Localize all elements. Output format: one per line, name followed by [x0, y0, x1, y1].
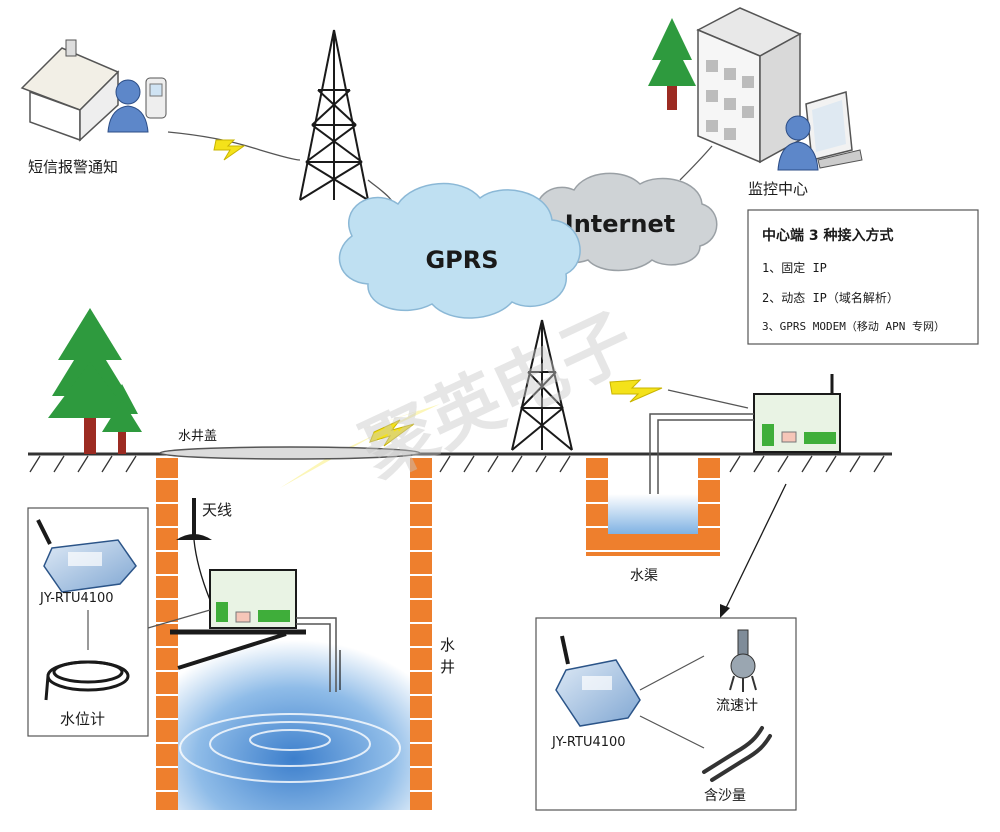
gprs-label: GPRS — [425, 246, 498, 274]
link-center-internet — [679, 145, 713, 181]
internet-label: Internet — [565, 210, 675, 238]
lightning-bolt-icon — [213, 139, 246, 161]
right-detail-box: JY-RTU4100 流速计 含沙量 — [535, 617, 797, 811]
middle-radio-tower-icon — [511, 319, 573, 451]
well-water — [178, 640, 410, 810]
well-antenna-icon — [176, 498, 212, 540]
link-beam-right — [667, 389, 749, 409]
well-cover — [159, 446, 421, 460]
well-shelf — [170, 629, 306, 670]
canal-arrow-head — [720, 604, 730, 618]
canal-rtu-device — [753, 374, 841, 453]
monitor-center-label: 监控中心 — [748, 180, 808, 198]
sms-alert-label: 短信报警通知 — [28, 158, 118, 176]
access-item-dynamic-ip: 2、动态 IP（域名解析） — [762, 290, 899, 305]
small-pine-tree-icon — [102, 384, 142, 454]
left-detail-box: JY-RTU4100 水位计 — [27, 507, 149, 737]
well-right-brick-wall — [410, 458, 432, 810]
monitor-center-building-icon — [696, 7, 802, 164]
computer-monitor-icon — [805, 91, 863, 169]
antenna-label: 天线 — [202, 501, 232, 519]
link-house-tower — [167, 131, 301, 161]
water-canal-label: 水渠 — [630, 568, 658, 584]
access-methods-box: 中心端 3 种接入方式 1、固定 IP 2、动态 IP（域名解析） 3、GPRS… — [747, 209, 979, 345]
flow-meter-label: 流速计 — [716, 698, 758, 714]
user-icon — [107, 79, 149, 133]
top-radio-tower-icon — [299, 29, 369, 201]
well-rtu-device — [209, 569, 297, 629]
access-item-gprs-modem: 3、GPRS MODEM（移动 APN 专网） — [762, 319, 945, 333]
operator-user-icon — [777, 115, 819, 171]
rtu-left-device-icon — [36, 519, 137, 593]
large-pine-tree-icon — [48, 308, 132, 454]
antenna-cable — [193, 539, 211, 601]
water-ripples — [179, 713, 401, 783]
water-level-meter-label: 水位计 — [60, 710, 105, 728]
canal-sensor-pipe — [649, 413, 754, 494]
well-label-bottom: 井 — [440, 658, 455, 676]
well-label-top: 水 — [440, 636, 455, 654]
water-level-sensor-icon — [44, 660, 130, 701]
lightning-bolt-left-icon — [369, 419, 415, 447]
sediment-meter-label: 含沙量 — [704, 788, 746, 804]
flow-meter-probe-icon — [729, 629, 757, 692]
well-sensor-pipe — [296, 617, 337, 692]
sediment-sensor-icon — [702, 726, 772, 782]
pine-tree-icon — [648, 18, 696, 110]
well-left-brick-wall — [156, 458, 178, 810]
canal-arrow — [723, 483, 787, 613]
water-canal — [586, 458, 720, 556]
mobile-phone-icon — [145, 77, 167, 119]
lightning-bolt-right-icon — [609, 379, 663, 403]
access-box-title: 中心端 3 种接入方式 — [762, 227, 894, 244]
gprs-cloud: GPRS — [338, 182, 581, 319]
rtu-left-label: JY-RTU4100 — [39, 591, 114, 606]
sms-house-icon — [20, 39, 120, 142]
access-item-fixed-ip: 1、固定 IP — [762, 260, 827, 275]
left-box-connector — [147, 609, 211, 629]
rtu-right-label: JY-RTU4100 — [551, 735, 626, 750]
rtu-right-device-icon — [555, 635, 641, 727]
well-cover-label: 水井盖 — [178, 429, 217, 444]
